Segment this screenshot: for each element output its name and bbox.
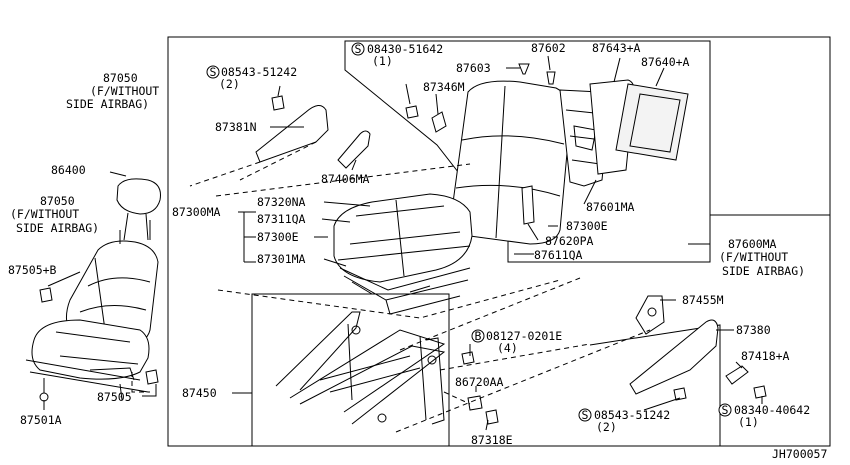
label-87311qa: 87311QA [257, 212, 306, 226]
frame-step-lower [589, 324, 721, 446]
label-87501a: 87501A [20, 413, 62, 427]
label-08543-bottom: 08543-51242 [594, 408, 670, 422]
label-sideairbag-top: SIDE AIRBAG) [66, 97, 149, 111]
label-08127-qty: (4) [497, 341, 518, 355]
bolt-symbol-08127-label: B [475, 329, 482, 343]
label-87300e-left: 87300E [257, 230, 299, 244]
label-87505: 87505 [97, 390, 132, 404]
screw-symbol-08340 [718, 403, 732, 417]
lever-handle [725, 365, 749, 385]
label-87380: 87380 [736, 323, 771, 337]
label-87600ma: 87600MA [728, 237, 777, 251]
screw-symbol-08430-label: S [355, 42, 362, 56]
clip-87318e [485, 409, 499, 425]
label-87450: 87450 [182, 386, 217, 400]
bolt-symbol-08127 [471, 329, 485, 343]
label-fwithout-left: (F/WITHOUT [10, 207, 79, 221]
label-87318e: 87318E [471, 433, 513, 447]
screw-symbol-08340-label: S [722, 403, 729, 417]
label-sideairbag-left: SIDE AIRBAG) [16, 221, 99, 235]
seat-track-box [251, 293, 450, 447]
label-fwithout-top: (F/WITHOUT [90, 84, 159, 98]
label-08543-top-qty: (2) [219, 77, 240, 91]
bolt-track [461, 351, 475, 365]
label-sideairbag-right: SIDE AIRBAG) [722, 264, 805, 278]
dash-line-7 [439, 343, 591, 371]
label-87346m: 87346M [423, 80, 465, 94]
lever-knob [337, 130, 371, 169]
label-87300e-right: 87300E [566, 219, 608, 233]
label-87455m: 87455M [682, 293, 724, 307]
dash-line-3 [189, 161, 261, 187]
assembly-frame [167, 36, 831, 447]
seatback-boundary [344, 40, 711, 263]
label-86720aa: 86720AA [455, 375, 504, 389]
leader-lines [43, 55, 763, 431]
label-87601ma: 87601MA [586, 200, 635, 214]
screw-symbol-top-label: S [210, 65, 217, 79]
screw-symbol-08430 [351, 42, 365, 56]
label-08340: 08340-40642 [734, 403, 810, 417]
screw-symbol-top [206, 65, 220, 79]
screw-symbol-bottom-label: S [582, 408, 589, 422]
label-87505b: 87505+B [8, 263, 57, 277]
dash-line-2 [217, 279, 561, 319]
recliner-cover-right [629, 319, 719, 395]
recliner-bracket [635, 295, 665, 335]
label-08543-bottom-qty: (2) [596, 420, 617, 434]
label-87320na: 87320NA [257, 195, 306, 209]
label-87611qa: 87611QA [534, 248, 583, 262]
label-08340-qty: (1) [738, 415, 759, 429]
label-87620pa: 87620PA [545, 234, 594, 248]
label-08430-qty: (1) [372, 54, 393, 68]
label-08127: 08127-0201E [486, 329, 562, 343]
dash-line-1 [215, 163, 471, 197]
label-87301ma: 87301MA [257, 252, 306, 266]
recliner-cover-left [255, 105, 329, 163]
seatback-assembly [405, 63, 689, 245]
seat-belt-anchor [467, 395, 483, 411]
seat-track-frame [275, 311, 446, 425]
bolt-right [753, 385, 767, 399]
label-87603: 87603 [456, 61, 491, 75]
label-87602: 87602 [531, 41, 566, 55]
bolt-top-left [271, 95, 285, 111]
label-87300ma: 87300MA [172, 205, 221, 219]
label-87050-left: 87050 [40, 194, 75, 208]
dash-line-6 [395, 329, 651, 433]
label-87643a: 87643+A [592, 41, 641, 55]
label-87050-top: 87050 [103, 71, 138, 85]
diagram-code: JH700057 [772, 447, 827, 461]
label-fwithout-right: (F/WITHOUT [719, 250, 788, 264]
complete-seat-illustration [25, 178, 161, 402]
bolt-bottom-right [673, 387, 687, 401]
screw-symbol-bottom [578, 408, 592, 422]
label-87640a: 87640+A [641, 55, 690, 69]
label-87418a: 87418+A [741, 349, 790, 363]
dash-line-8 [443, 391, 471, 405]
label-87406ma: 87406MA [321, 172, 370, 186]
label-08543-top: 08543-51242 [221, 65, 297, 79]
label-08430: 08430-51642 [367, 42, 443, 56]
seat-cushion-assembly [333, 193, 473, 315]
label-87381n: 87381N [215, 120, 257, 134]
label-86400: 86400 [51, 163, 86, 177]
